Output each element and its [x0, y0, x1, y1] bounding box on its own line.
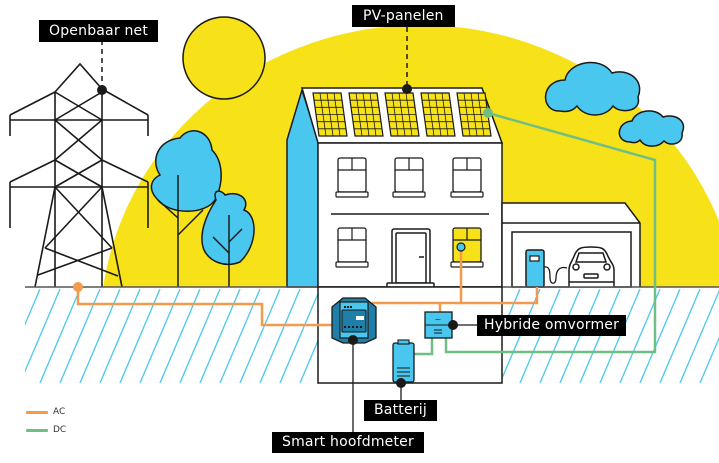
hatch-line [25, 288, 61, 373]
cloud-icon [544, 61, 641, 116]
inverter-icon: ~ [424, 311, 453, 339]
label-hybride-omvormer: Hybride omvormer [477, 315, 627, 336]
smart-meter-icon [331, 297, 377, 344]
window [335, 227, 369, 268]
light-fixture-icon [456, 242, 466, 252]
legend-swatch-dc [26, 428, 48, 432]
pv-panel [384, 92, 420, 137]
cloud-icon [618, 110, 685, 147]
window [392, 157, 426, 198]
hatch-line [639, 288, 681, 383]
hatch-line [259, 288, 301, 383]
legend: AC DC [26, 403, 66, 439]
hatch-line [239, 288, 281, 383]
grid-ac-node [73, 282, 83, 292]
hatch-line [619, 288, 661, 383]
hatch-line [499, 288, 541, 383]
hatch-line [539, 288, 581, 383]
tree-icon [150, 130, 222, 287]
hatch-line [0, 289, 20, 383]
window [450, 227, 484, 268]
hatch-line [519, 288, 561, 383]
legend-item-ac: AC [26, 403, 66, 421]
tree-icon [201, 190, 255, 287]
hatch-line [579, 288, 621, 383]
hatch-line [699, 336, 719, 383]
pv-panel [348, 92, 384, 137]
label-openbaar-net: Openbaar net [39, 20, 159, 42]
hatch-line [679, 289, 719, 383]
window [450, 157, 484, 198]
sun-icon [182, 16, 266, 100]
pv-panels [312, 92, 492, 137]
window [335, 157, 369, 198]
power-pylon-icon [9, 62, 149, 288]
house-door [386, 228, 435, 289]
car-icon [568, 246, 615, 287]
legend-label-dc: DC [53, 425, 67, 435]
label-smart-hoofdmeter: Smart hoofdmeter [272, 432, 424, 453]
legend-label-ac: AC [53, 407, 66, 417]
hatch-line [25, 288, 41, 326]
pv-panel [312, 92, 348, 137]
dc-wiring [413, 111, 657, 356]
label-batterij: Batterij [364, 400, 437, 421]
pv-callout-dot [402, 84, 412, 94]
pv-dc-node [483, 108, 493, 118]
pv-panel [420, 92, 456, 137]
label-pv-panelen: PV-panelen [352, 5, 455, 27]
hatch-line [599, 288, 641, 383]
hatch-line [659, 288, 701, 383]
legend-item-dc: DC [26, 421, 66, 439]
ac-wiring [76, 247, 539, 327]
grid-connection-dot [97, 85, 107, 95]
svg-text:~: ~ [435, 315, 442, 324]
hatch-line [39, 288, 81, 383]
ev-charger-icon [525, 249, 568, 288]
house-windows [335, 157, 484, 268]
battery-icon [392, 339, 415, 383]
hatch-line [559, 288, 601, 383]
legend-swatch-ac [26, 410, 48, 414]
hatch-line [279, 288, 321, 383]
